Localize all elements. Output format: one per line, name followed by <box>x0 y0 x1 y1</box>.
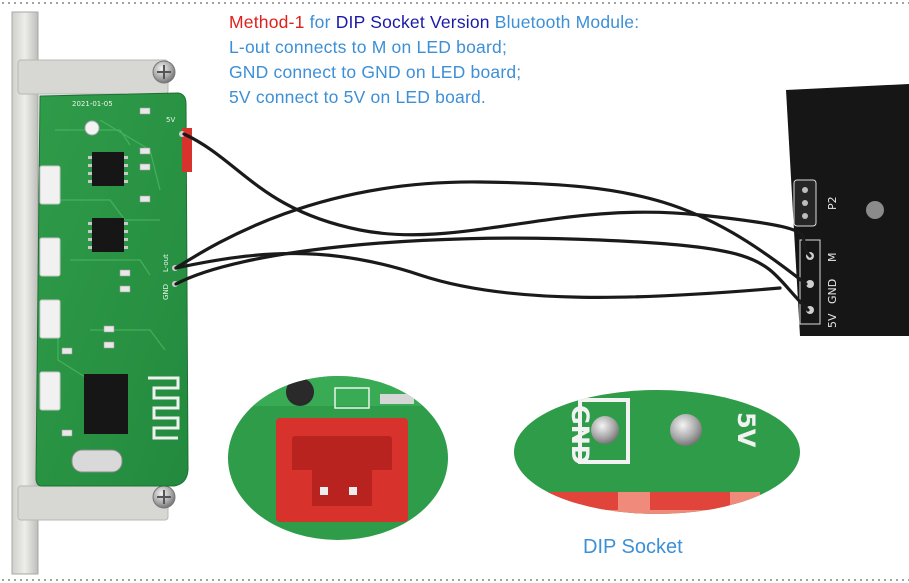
led-pin-label: GND <box>826 279 839 304</box>
board-pin-label: GND <box>162 284 170 300</box>
board-pin-label: L-out <box>162 254 170 272</box>
screw-icon <box>152 485 176 509</box>
bottom-dotted-border <box>0 577 909 583</box>
led-board <box>786 84 909 336</box>
led-pin-label: M <box>826 253 839 263</box>
bluetooth-module-board <box>35 92 192 487</box>
caption-bluetooth: Bluetooth Module: <box>489 12 640 32</box>
closeup-dip-pads <box>514 390 800 514</box>
closeup-5v-label: 5V <box>732 412 760 448</box>
wires <box>174 132 812 312</box>
caption-line-3: GND connect to GND on LED board; <box>229 62 522 82</box>
caption-for: for <box>304 12 336 32</box>
closeup-gnd-label: GND <box>566 405 594 465</box>
led-header-label: P2 <box>826 196 839 210</box>
top-dotted-border <box>0 0 909 6</box>
board-pin-label: 5V <box>166 116 175 124</box>
led-pin-label: 5V <box>826 313 839 328</box>
screw-icon <box>152 60 176 84</box>
dip-socket-label: DIP Socket <box>583 536 683 558</box>
closeup-red-socket <box>228 376 448 540</box>
metal-faceplate <box>11 11 169 575</box>
caption-method: Method-1 <box>229 12 305 32</box>
caption-line-2: L-out connects to M on LED board; <box>229 37 508 57</box>
board-date-code: 2021-01-05 <box>72 100 113 108</box>
caption-dip-version: DIP Socket Version <box>335 12 490 32</box>
caption-line-1: Method-1 for DIP Socket Version Bluetoot… <box>229 10 639 35</box>
instruction-caption: Method-1 for DIP Socket Version Bluetoot… <box>229 10 639 110</box>
caption-line-4: 5V connect to 5V on LED board. <box>229 87 486 107</box>
